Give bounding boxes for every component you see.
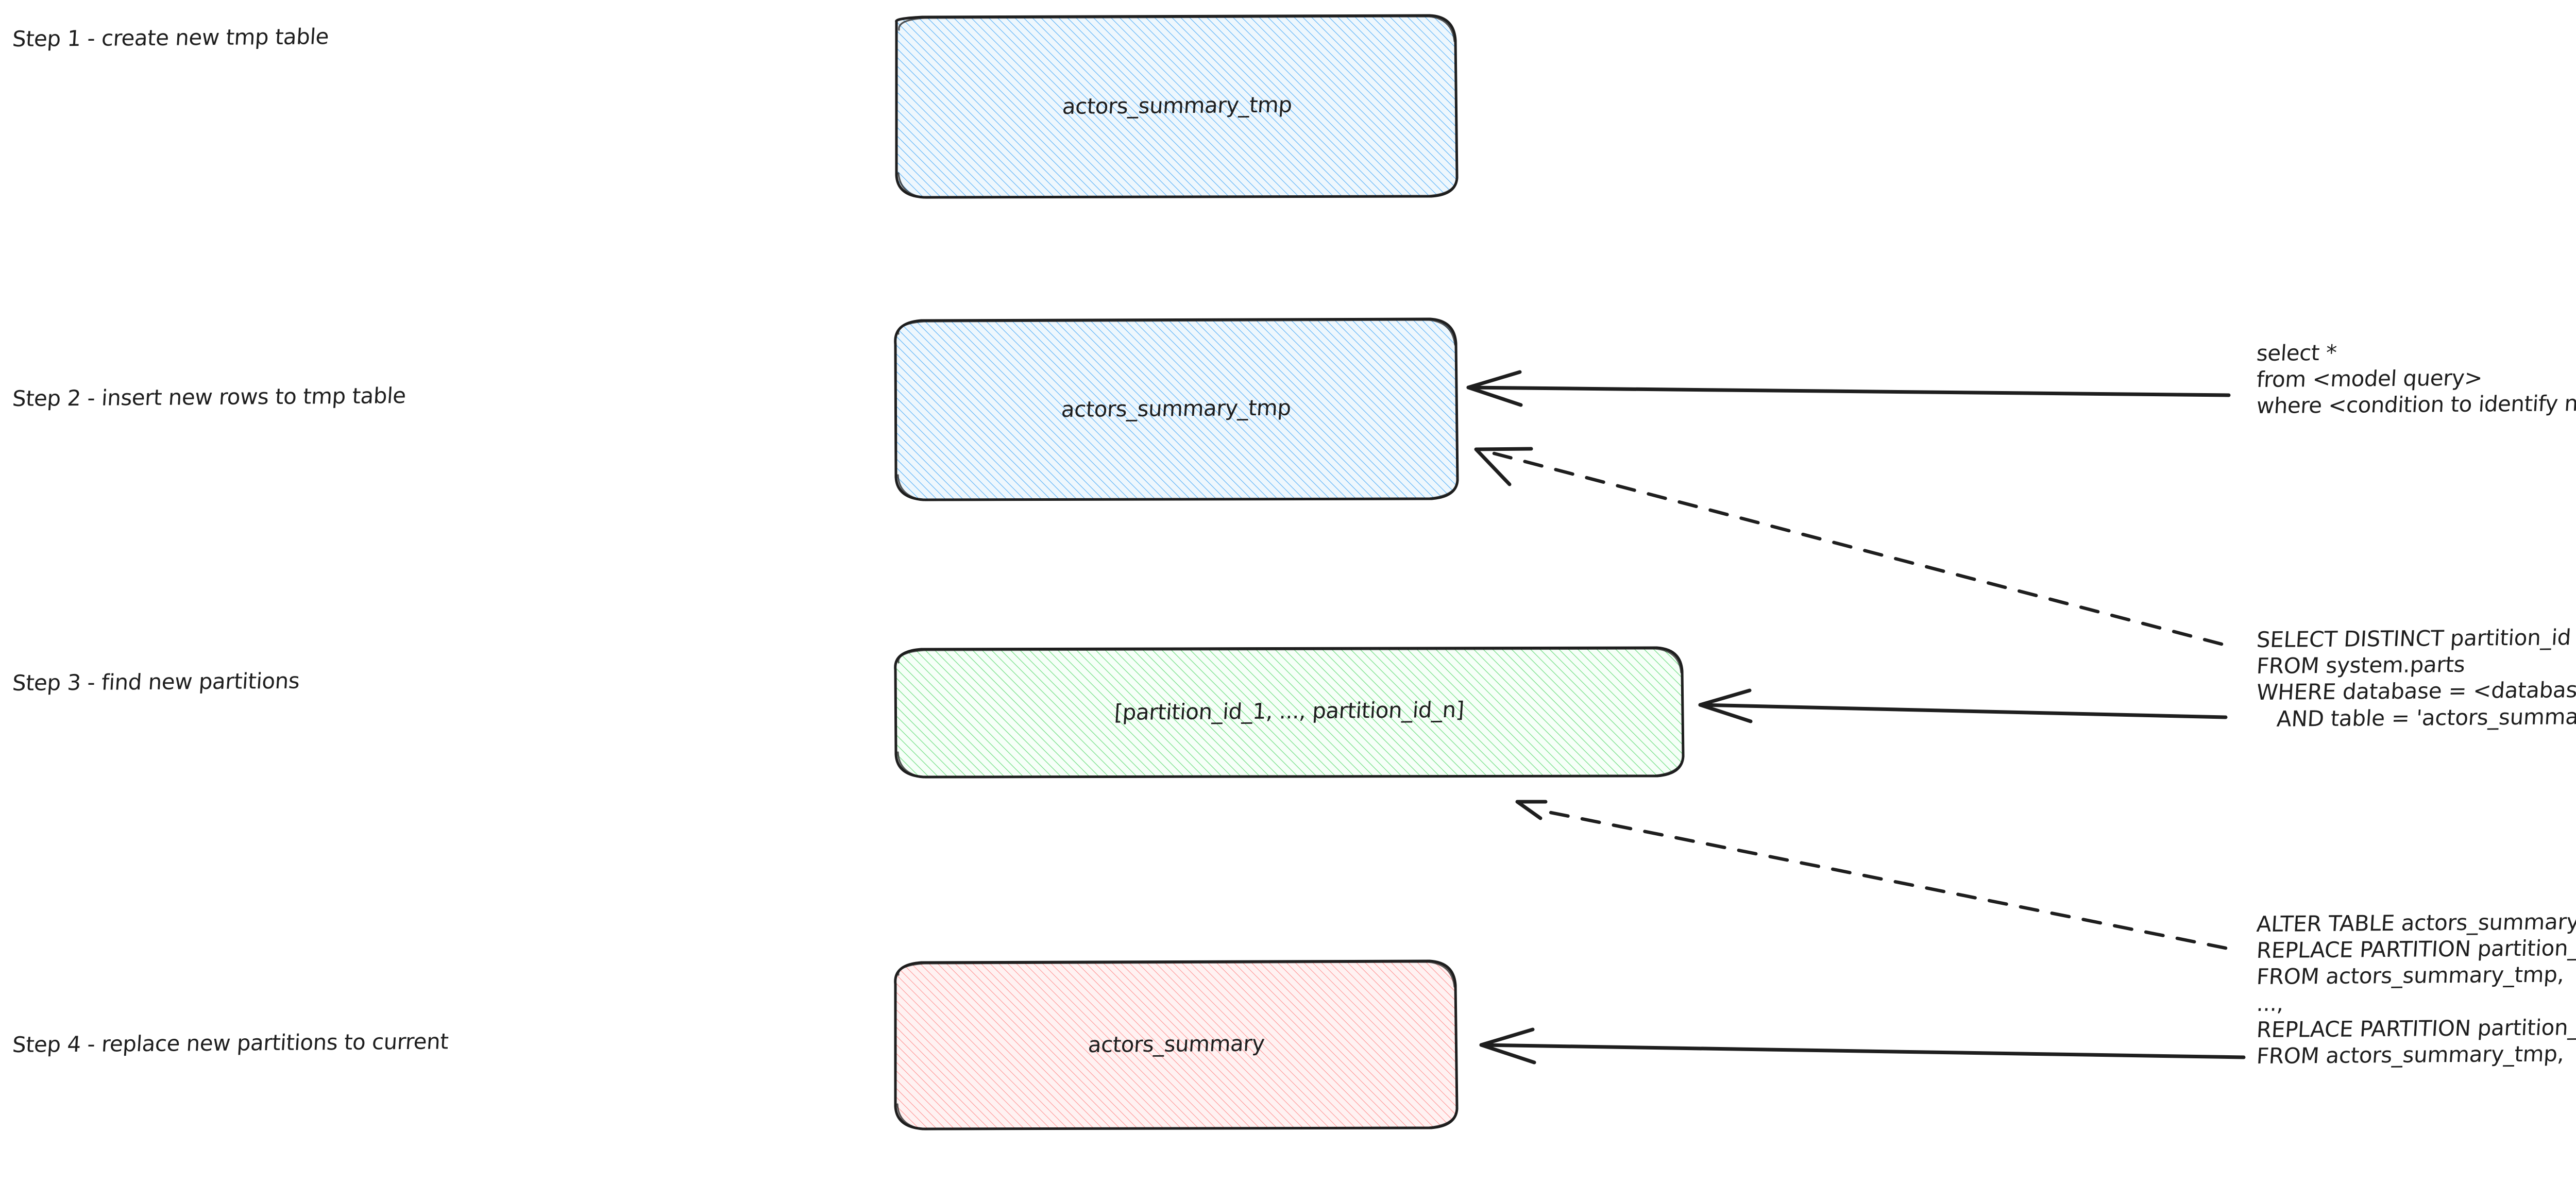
node-label-actors-summary-tmp-2: actors_summary_tmp xyxy=(1060,395,1292,422)
node-label-wrap-3: [partition_id_1, ..., partition_id_n] xyxy=(895,648,1683,777)
node-label-wrap-2: actors_summary_tmp xyxy=(895,319,1457,500)
node-label-wrap-1: actors_summary_tmp xyxy=(896,15,1458,198)
sql-step2-line-2: from <model query> xyxy=(2256,365,2483,393)
sql-block-step3: SELECT DISTINCT partition_id FROM system… xyxy=(2256,624,2576,732)
step-label-4: Step 4 - replace new partitions to curre… xyxy=(11,1028,449,1057)
sql-step3-line-1: SELECT DISTINCT partition_id xyxy=(2256,624,2572,652)
sql-block-step4: ALTER TABLE actors_summary REPLACE PARTI… xyxy=(2256,909,2576,1069)
sql-step2-line-1: select * xyxy=(2256,340,2337,366)
sql-step4-line-6: FROM actors_summary_tmp, xyxy=(2256,1041,2565,1069)
sql-step3-line-4: AND table = 'actors_summary_tmp' xyxy=(2276,703,2576,732)
node-label-actors-summary: actors_summary xyxy=(1087,1031,1265,1058)
sql-block-step2: select * from <model query> where <condi… xyxy=(2256,340,2576,419)
step-label-1: Step 1 - create new tmp table xyxy=(11,24,330,52)
node-label-actors-summary-tmp-1: actors_summary_tmp xyxy=(1061,92,1293,120)
sql-step2-line-3: where <condition to identify new> xyxy=(2256,390,2576,419)
sql-step4-line-5: REPLACE PARTITION partition_id_n xyxy=(2256,1014,2576,1042)
sql-step3-line-3: WHERE database = <database> xyxy=(2256,677,2576,705)
node-label-partition-id-list: [partition_id_1, ..., partition_id_n] xyxy=(1113,697,1465,725)
sql-step4-line-1: ALTER TABLE actors_summary xyxy=(2256,909,2576,937)
step-label-3: Step 3 - find new partitions xyxy=(11,668,300,696)
node-label-wrap-4: actors_summary xyxy=(895,961,1457,1129)
sql-step4-line-4: ..., xyxy=(2256,990,2284,1016)
sql-step3-line-2: FROM system.parts xyxy=(2256,652,2466,679)
sql-step4-line-2: REPLACE PARTITION partition_id_1 xyxy=(2256,935,2576,964)
sql-step4-line-3: FROM actors_summary_tmp, xyxy=(2256,961,2565,990)
step-label-2: Step 2 - insert new rows to tmp table xyxy=(11,383,407,411)
